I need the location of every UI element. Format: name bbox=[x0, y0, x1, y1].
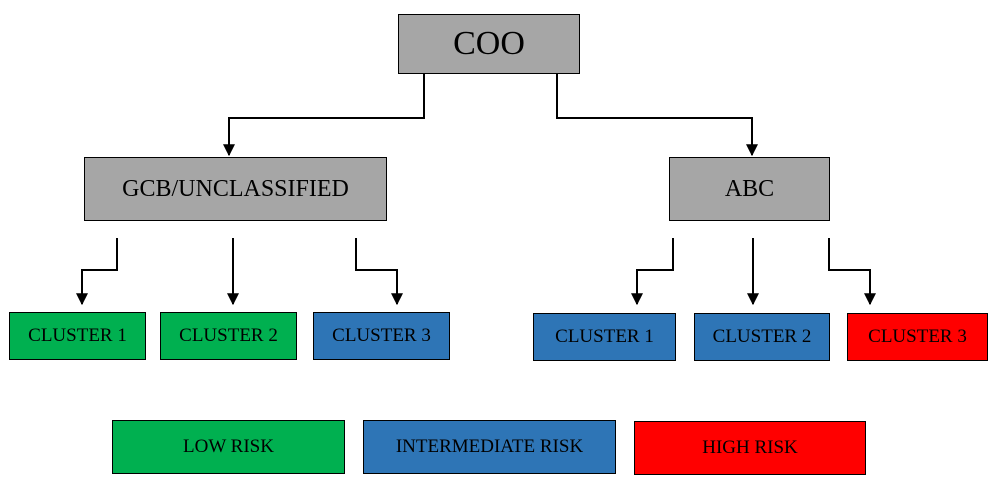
abc-cluster-1-label: CLUSTER 1 bbox=[555, 326, 654, 347]
connector-gcb-cluster-1 bbox=[76, 238, 118, 306]
connector-abc-cluster-3 bbox=[828, 238, 876, 306]
gcb-unclassified-node: GCB/UNCLASSIFIED bbox=[84, 157, 387, 221]
legend-high-risk-label: HIGH RISK bbox=[702, 437, 798, 458]
legend-high-risk: HIGH RISK bbox=[634, 421, 866, 475]
gcb-cluster-1-label: CLUSTER 1 bbox=[28, 325, 127, 346]
abc-cluster-3-label: CLUSTER 3 bbox=[868, 326, 967, 347]
abc-cluster-2-label: CLUSTER 2 bbox=[712, 326, 812, 347]
abc-cluster-1: CLUSTER 1 bbox=[533, 313, 676, 361]
connector-coo-abc bbox=[556, 74, 758, 157]
abc-node: ABC bbox=[669, 157, 830, 221]
coo-node: COO bbox=[398, 14, 580, 74]
legend-intermediate-risk: INTERMEDIATE RISK bbox=[363, 420, 616, 474]
connector-gcb-cluster-3 bbox=[355, 238, 403, 306]
gcb-unclassified-label: GCB/UNCLASSIFIED bbox=[122, 175, 349, 202]
gcb-cluster-2: CLUSTER 2 bbox=[160, 312, 297, 360]
abc-cluster-2: CLUSTER 2 bbox=[694, 313, 830, 361]
abc-label: ABC bbox=[724, 175, 775, 202]
legend-intermediate-risk-label: INTERMEDIATE RISK bbox=[395, 436, 584, 457]
connector-abc-cluster-1 bbox=[631, 238, 674, 306]
gcb-cluster-3-label: CLUSTER 3 bbox=[332, 325, 431, 346]
gcb-cluster-1: CLUSTER 1 bbox=[9, 312, 146, 360]
gcb-cluster-2-label: CLUSTER 2 bbox=[179, 325, 278, 346]
abc-cluster-3: CLUSTER 3 bbox=[847, 313, 988, 361]
connector-coo-gcb bbox=[223, 74, 425, 157]
gcb-cluster-3: CLUSTER 3 bbox=[313, 312, 450, 360]
coo-label: COO bbox=[453, 25, 525, 62]
legend-low-risk-label: LOW RISK bbox=[183, 436, 274, 457]
legend-low-risk: LOW RISK bbox=[112, 420, 345, 474]
